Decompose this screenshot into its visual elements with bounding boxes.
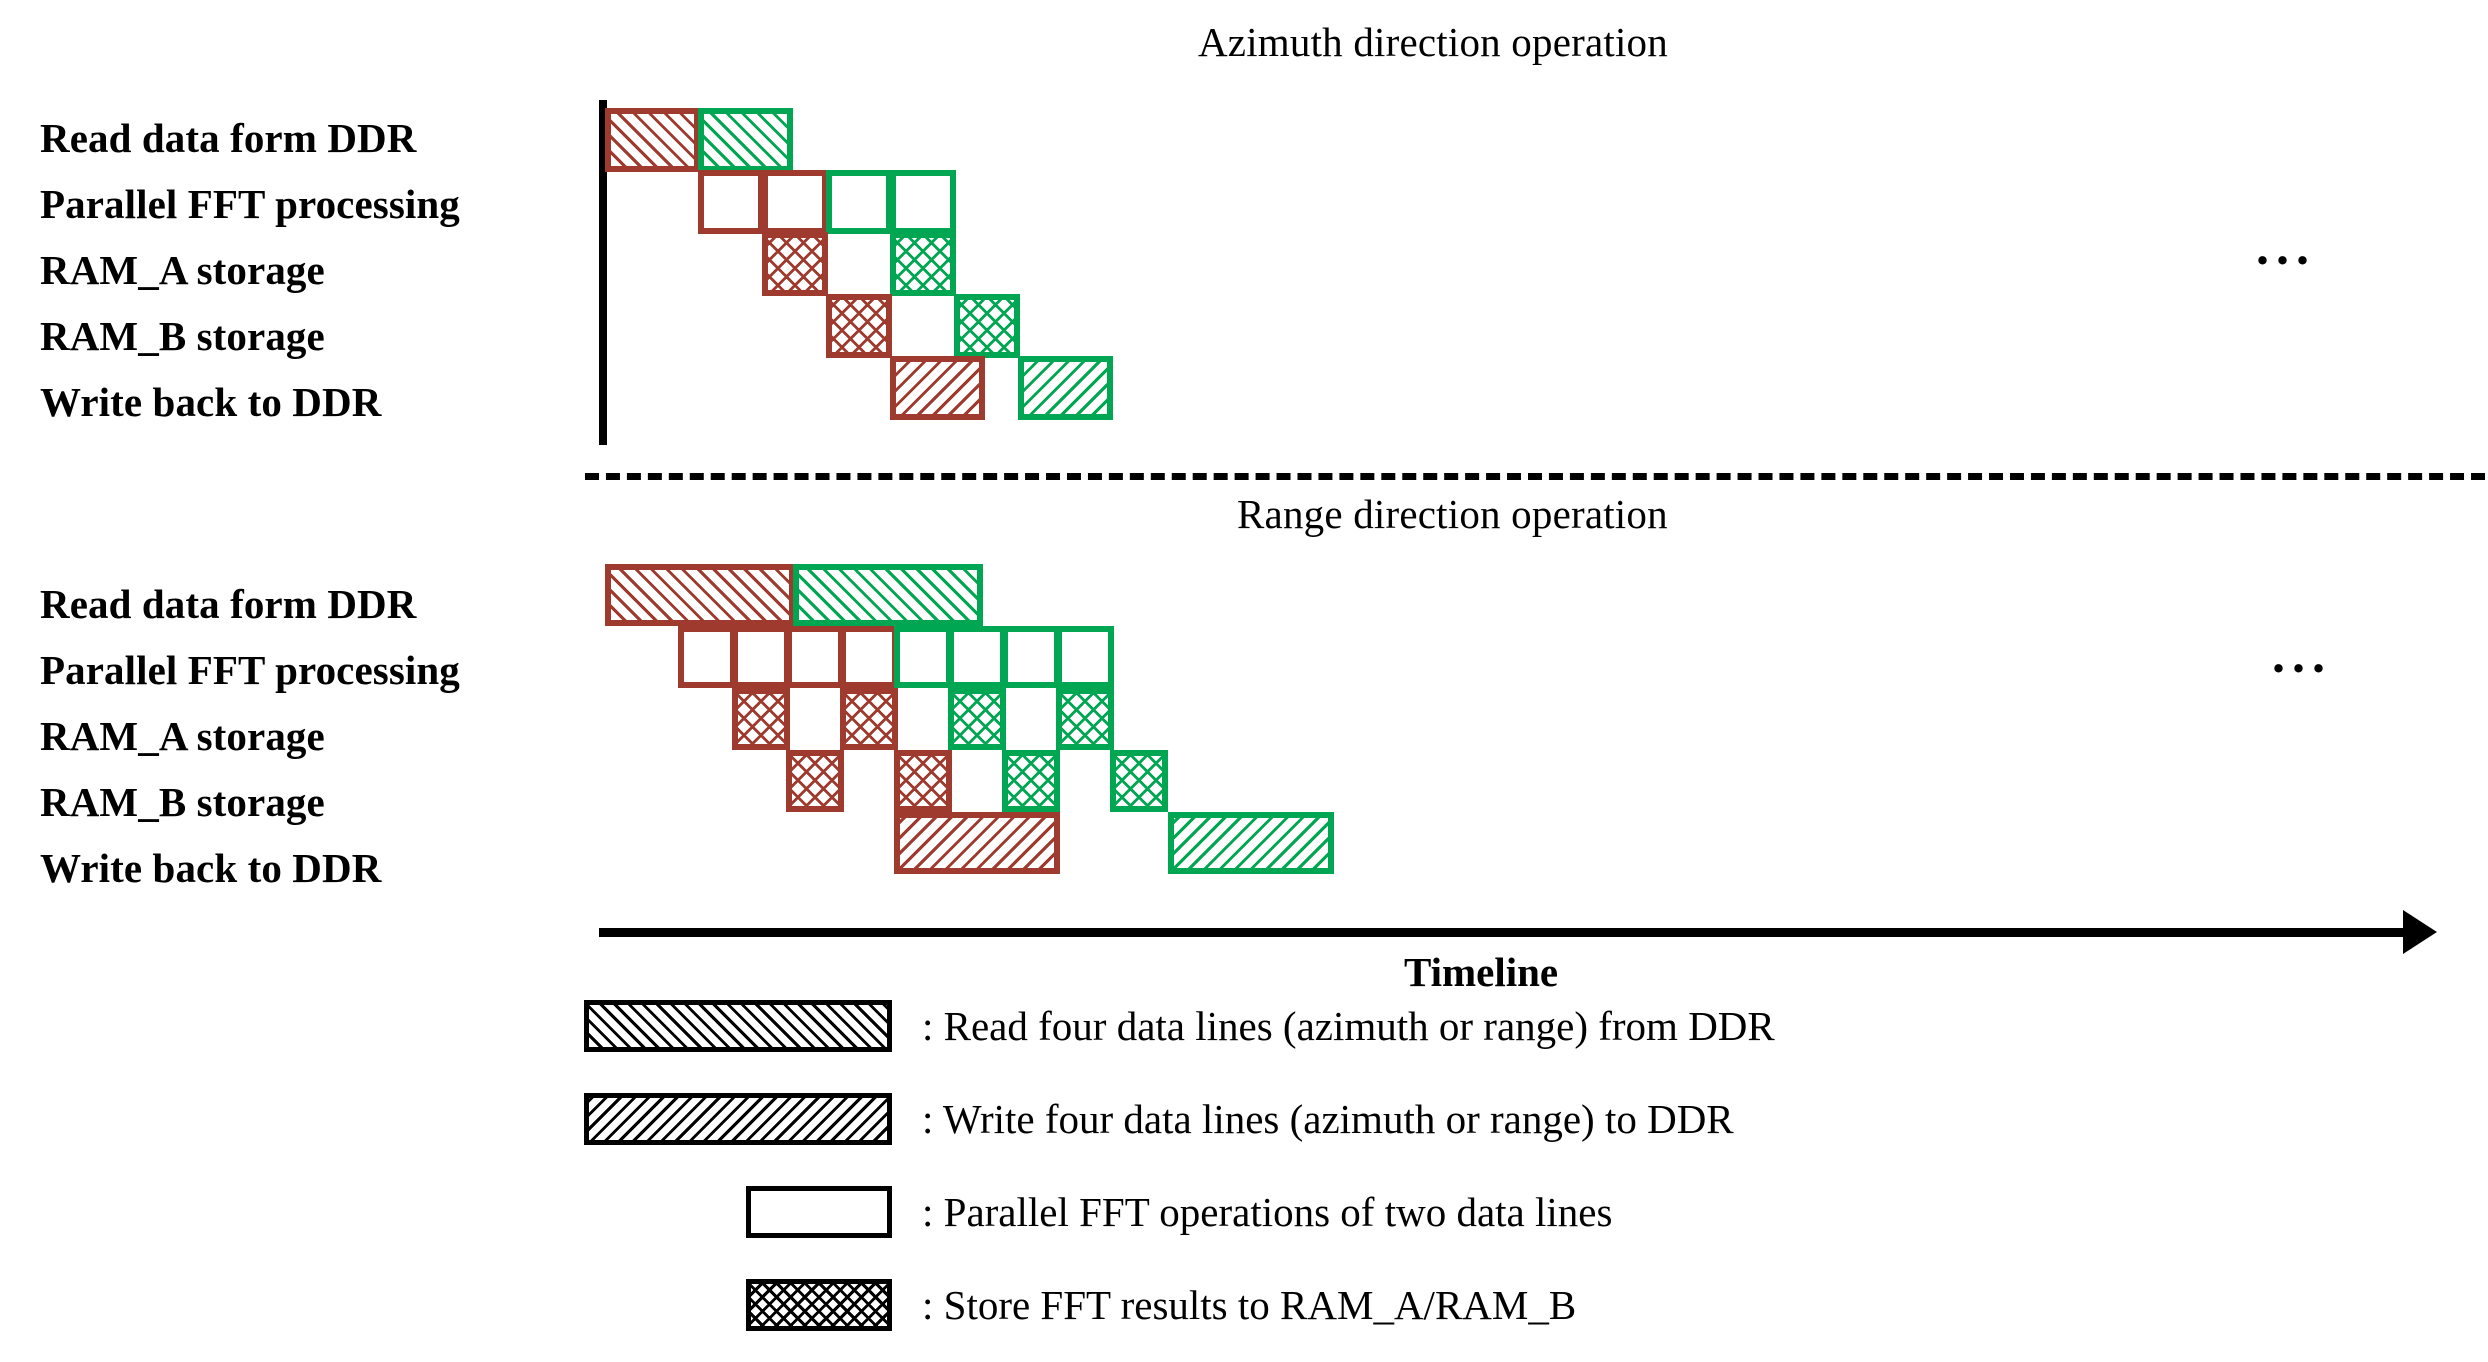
legend-swatch-fft-icon bbox=[746, 1186, 892, 1238]
range-block-fft-red-4 bbox=[840, 626, 898, 688]
legend-text-read: : Read four data lines (azimuth or range… bbox=[922, 1003, 1775, 1049]
azimuth-block-write-red bbox=[890, 356, 985, 420]
legend-row-store: : Store FFT results to RAM_A/RAM_B bbox=[746, 1279, 1576, 1331]
range-row-label-ram-b: RAM_B storage bbox=[40, 779, 325, 825]
legend-text-write: : Write four data lines (azimuth or rang… bbox=[922, 1096, 1734, 1142]
azimuth-row-label-ram-b: RAM_B storage bbox=[40, 313, 325, 359]
timeline-arrowhead bbox=[2403, 910, 2437, 954]
range-block-fft-red-2 bbox=[732, 626, 790, 688]
range-row-label-fft: Parallel FFT processing bbox=[40, 647, 460, 693]
range-block-write-red bbox=[894, 812, 1060, 874]
range-block-read-red bbox=[605, 564, 795, 626]
azimuth-block-rama-green bbox=[890, 232, 956, 296]
legend-text-fft: : Parallel FFT operations of two data li… bbox=[922, 1189, 1613, 1235]
azimuth-axis-bar bbox=[599, 100, 607, 445]
azimuth-row-label-fft: Parallel FFT processing bbox=[40, 181, 460, 227]
range-ellipsis: ... bbox=[2272, 627, 2332, 684]
azimuth-row-label-write: Write back to DDR bbox=[40, 379, 382, 425]
azimuth-block-ramb-green bbox=[954, 294, 1020, 358]
range-block-fft-green-2 bbox=[948, 626, 1006, 688]
legend-swatch-store-icon bbox=[746, 1279, 892, 1331]
range-block-rama-green-1 bbox=[948, 688, 1006, 750]
range-block-rama-green-2 bbox=[1056, 688, 1114, 750]
azimuth-block-write-green bbox=[1018, 356, 1113, 420]
legend-row-fft: : Parallel FFT operations of two data li… bbox=[746, 1186, 1612, 1238]
range-block-fft-red-3 bbox=[786, 626, 844, 688]
range-block-write-green bbox=[1168, 812, 1334, 874]
timeline-label: Timeline bbox=[1404, 949, 1559, 995]
range-block-ramb-red-2 bbox=[894, 750, 952, 812]
range-block-ramb-green-2 bbox=[1110, 750, 1168, 812]
azimuth-block-fft-green-1 bbox=[826, 170, 892, 234]
timeline-arrow bbox=[599, 910, 2437, 954]
legend-row-write: : Write four data lines (azimuth or rang… bbox=[584, 1093, 1734, 1145]
azimuth-block-fft-red-2 bbox=[762, 170, 828, 234]
range-block-ramb-red-1 bbox=[786, 750, 844, 812]
azimuth-block-fft-green-2 bbox=[890, 170, 956, 234]
azimuth-row-label-read: Read data form DDR bbox=[40, 115, 417, 161]
range-row-label-read: Read data form DDR bbox=[40, 581, 417, 627]
range-section-title: Range direction operation bbox=[1237, 491, 1668, 537]
azimuth-section-title: Azimuth direction operation bbox=[1198, 19, 1668, 65]
range-block-fft-green-3 bbox=[1002, 626, 1060, 688]
azimuth-block-ramb-red bbox=[826, 294, 892, 358]
azimuth-block-read-red bbox=[605, 108, 700, 172]
legend-swatch-write-icon bbox=[584, 1093, 892, 1145]
range-block-fft-green-4 bbox=[1056, 626, 1114, 688]
azimuth-block-fft-red-1 bbox=[698, 170, 764, 234]
timeline-shaft bbox=[599, 927, 2403, 937]
legend-text-store: : Store FFT results to RAM_A/RAM_B bbox=[922, 1282, 1577, 1328]
azimuth-block-read-green bbox=[698, 108, 793, 172]
range-block-rama-red-1 bbox=[732, 688, 790, 750]
legend-swatch-read-icon bbox=[584, 1000, 892, 1052]
range-block-fft-green-1 bbox=[894, 626, 952, 688]
section-divider bbox=[585, 473, 2485, 480]
range-block-ramb-green-1 bbox=[1002, 750, 1060, 812]
azimuth-row-label-ram-a: RAM_A storage bbox=[40, 247, 325, 293]
range-block-read-green bbox=[793, 564, 983, 626]
azimuth-ellipsis: ... bbox=[2256, 219, 2316, 276]
range-row-label-write: Write back to DDR bbox=[40, 845, 382, 891]
range-block-rama-red-2 bbox=[840, 688, 898, 750]
range-row-label-ram-a: RAM_A storage bbox=[40, 713, 325, 759]
azimuth-block-rama-red bbox=[762, 232, 828, 296]
legend-row-read: : Read four data lines (azimuth or range… bbox=[584, 1000, 1775, 1052]
range-block-fft-red-1 bbox=[678, 626, 736, 688]
